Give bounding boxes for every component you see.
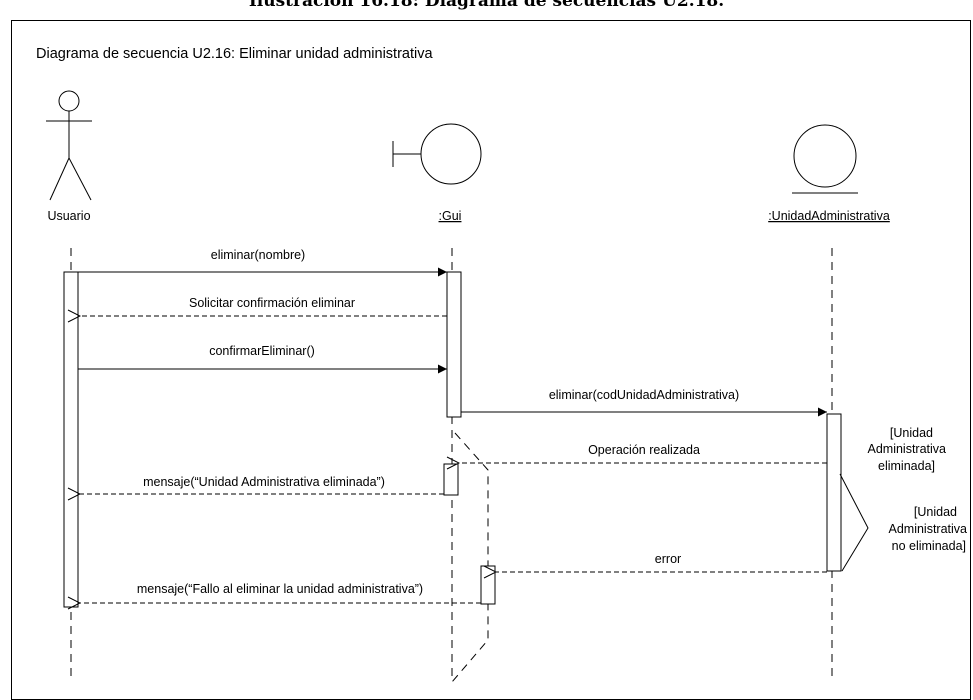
message-label-3: confirmarEliminar() <box>209 344 315 358</box>
guard-label-1-line-3: eliminada] <box>878 459 935 473</box>
guard-label-2-line-2: Administrativa <box>889 522 968 536</box>
guard-connector <box>839 473 869 572</box>
page-caption: Ilustración 16.18: Diagrama de secuencia… <box>248 0 725 11</box>
boundary-label: :Gui <box>439 209 462 223</box>
guard-label-1-line-2: Administrativa <box>868 442 947 456</box>
message-label-8: mensaje(“Fallo al eliminar la unidad adm… <box>137 582 423 596</box>
message-label-4: eliminar(codUnidadAdministrativa) <box>549 388 739 402</box>
message-label-2: Solicitar confirmación eliminar <box>189 296 355 310</box>
guard-label-1-line-1: [Unidad <box>890 426 933 440</box>
actor-icon <box>46 90 92 201</box>
message-label-5: Operación realizada <box>588 443 700 457</box>
diagram-title: Diagrama de secuencia U2.16: Eliminar un… <box>36 46 433 62</box>
message-label-1: eliminar(nombre) <box>211 248 305 262</box>
entity-label: :UnidadAdministrativa <box>768 209 890 223</box>
message-label-7: error <box>655 552 681 566</box>
guard-label-2-line-3: no eliminada] <box>892 539 966 553</box>
guard-label-2-line-1: [Unidad <box>914 505 957 519</box>
gui-activation-1 <box>446 271 462 418</box>
message-label-6: mensaje(“Unidad Administrativa eliminada… <box>143 475 385 489</box>
actor-label: Usuario <box>47 209 90 223</box>
boundary-icon <box>392 123 482 185</box>
entity-icon <box>792 124 858 194</box>
entity-activation <box>826 413 842 572</box>
gui-activation-3 <box>480 565 496 605</box>
gui-activation-2 <box>443 463 459 496</box>
actor-activation <box>63 271 79 608</box>
